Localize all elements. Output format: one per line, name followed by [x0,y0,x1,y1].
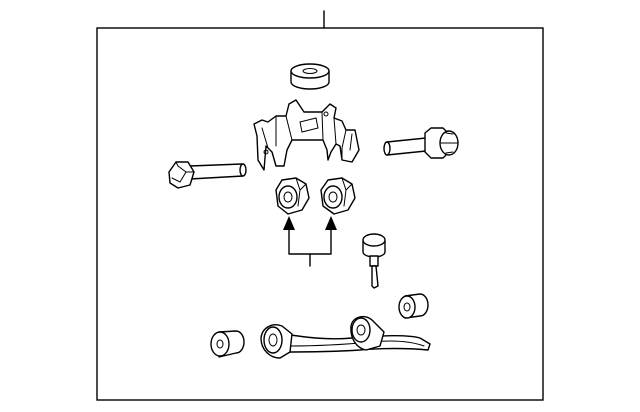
arrow-callout [283,216,337,267]
diagram-frame [96,27,544,401]
nut-right [320,177,356,215]
bushing-top [290,63,330,90]
arrow-left-head [283,216,295,230]
pin [362,233,386,289]
bracket [253,99,360,171]
arrow-right-head [325,216,337,230]
bushing-small-right [398,293,429,319]
bushing-small-left [210,330,245,358]
control-arm [260,315,431,359]
bolt-left [168,161,247,189]
nut-left [275,177,310,215]
bolt-right [383,127,459,159]
